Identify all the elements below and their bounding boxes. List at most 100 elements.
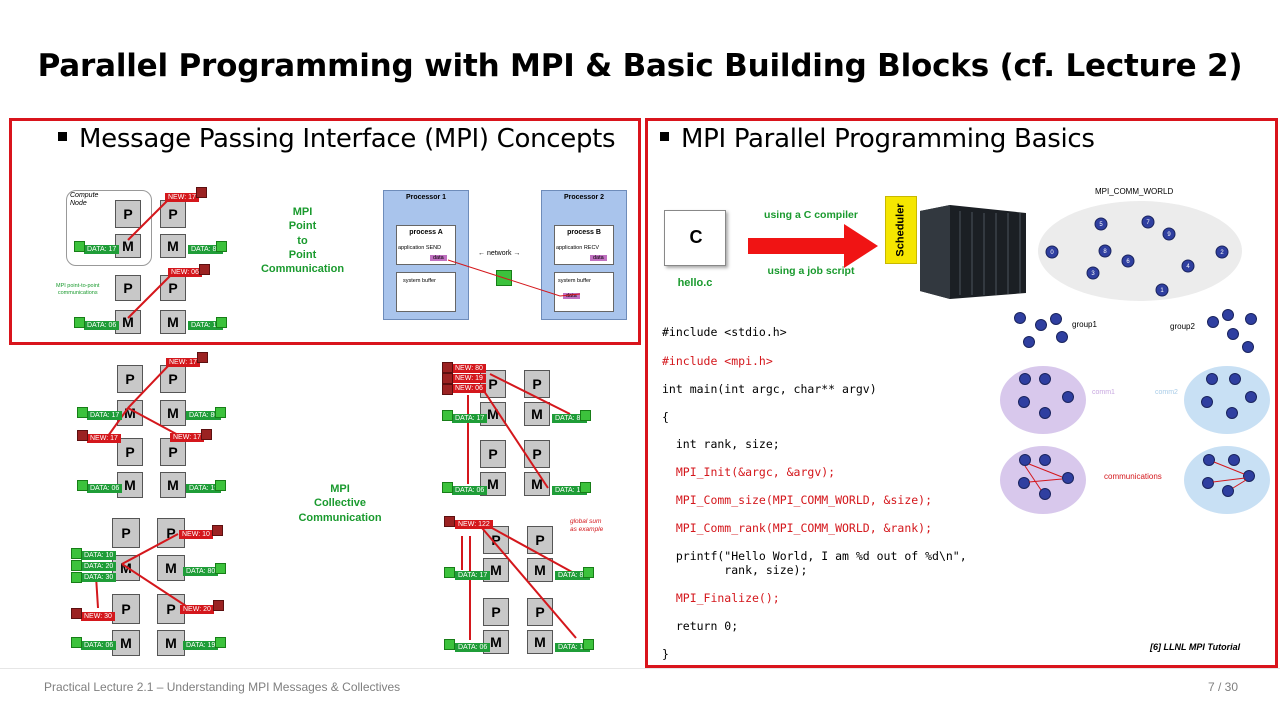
group1-label: group1: [1072, 320, 1097, 329]
code-line: }: [662, 647, 669, 661]
rank-label: 8: [1103, 249, 1107, 255]
red-cube-icon: [444, 516, 455, 527]
system-buffer-label: system buffer: [403, 278, 436, 284]
data-tag: DATA: 80: [552, 414, 588, 423]
mpi-concepts-heading: Message Passing Interface (MPI) Concepts: [58, 124, 616, 154]
app-recv-label: application RECV: [556, 245, 600, 251]
node-p: P: [160, 275, 186, 301]
system-buffer-box: [554, 272, 614, 312]
data-tag: DATA: 80: [183, 567, 219, 576]
node-m: M: [524, 402, 550, 426]
node-m: M: [160, 234, 186, 258]
red-cube-icon: [196, 187, 207, 198]
code-line: return 0;: [662, 619, 739, 633]
data-chip: data: [563, 293, 580, 299]
page-number: 7 / 30: [1208, 680, 1239, 694]
scheduler-label: Scheduler: [895, 203, 907, 257]
comm2-label: comm2: [1155, 389, 1178, 396]
data-tag: DATA: 06: [87, 484, 123, 493]
green-cube-icon: [444, 567, 455, 578]
process-b-label: process B: [567, 229, 601, 236]
rank-label: 2: [1220, 250, 1224, 256]
node-m: M: [527, 558, 553, 582]
green-cube-icon: [583, 567, 594, 578]
data-tag: DATA: 19: [552, 486, 588, 495]
file-name: hello.c: [677, 277, 713, 289]
data-tag: DATA: 80: [555, 571, 591, 580]
red-cube-icon: [77, 430, 88, 441]
data-chip: data: [590, 255, 607, 261]
node-m: M: [115, 310, 141, 334]
node-p: P: [524, 440, 550, 468]
green-cube-icon: [74, 317, 85, 328]
red-cube-icon: [197, 352, 208, 363]
communicators-diagram: [1000, 366, 1270, 514]
data-tag: DATA: 19: [183, 641, 219, 650]
comm-world-diagram: 0 5 7 9 8 6 3 4 2 1: [1038, 201, 1242, 301]
green-cube-icon: [215, 407, 226, 418]
compile-arrow-icon: [748, 224, 878, 268]
node-m: M: [483, 558, 509, 582]
node-p: P: [115, 200, 141, 228]
new-tag: NEW: 17: [170, 433, 204, 442]
data-tag: DATA: 17: [84, 245, 120, 254]
red-cube-icon: [201, 429, 212, 440]
node-p: P: [112, 594, 140, 624]
process-a-label: process A: [409, 229, 443, 236]
green-cube-icon: [216, 241, 227, 252]
node-m: M: [160, 310, 186, 334]
citation: [6] LLNL MPI Tutorial: [1150, 642, 1241, 652]
slide-title: Parallel Programming with MPI & Basic Bu…: [37, 48, 1243, 84]
code-line: MPI_Finalize();: [662, 591, 780, 605]
rank-label: 6: [1126, 259, 1130, 265]
data-tag: DATA: 19: [555, 643, 591, 652]
node-m: M: [160, 472, 186, 498]
node-p: P: [117, 438, 143, 466]
red-cube-icon: [442, 373, 453, 384]
red-cube-icon: [213, 600, 224, 611]
groups-diagram: [1014, 309, 1257, 353]
node-p: P: [117, 365, 143, 393]
green-cube-icon: [215, 637, 226, 648]
system-buffer-box: [396, 272, 456, 312]
communications-label: communications: [1104, 472, 1162, 481]
red-cube-icon: [442, 362, 453, 373]
node-p: P: [527, 598, 553, 626]
mpi-basics-panel: [645, 118, 1278, 668]
green-cube-icon: [580, 482, 591, 493]
node-p: P: [483, 598, 509, 626]
processor-1-label: Processor 1: [405, 194, 447, 201]
network-path: [447, 259, 581, 297]
rank-label: 7: [1146, 220, 1150, 226]
green-cube-icon: [74, 241, 85, 252]
comm-world-label: MPI_COMM_WORLD: [1095, 187, 1174, 196]
data-tag: DATA: 20: [81, 562, 117, 571]
p2p-arrows: [127, 197, 173, 319]
network-label: ← network →: [478, 250, 521, 257]
process-a-box: [396, 225, 456, 265]
data-tag: DATA: 17: [455, 571, 491, 580]
data-tag: DATA: 17: [87, 411, 123, 420]
node-m: M: [527, 630, 553, 654]
bullet-icon: [58, 132, 67, 141]
scheduler-box: Scheduler: [885, 196, 917, 264]
green-cube-icon: [215, 563, 226, 574]
job-script-label: using a job script: [767, 265, 855, 277]
mpi-basics-heading: MPI Parallel Programming Basics: [660, 124, 1095, 154]
red-cube-icon: [199, 264, 210, 275]
code-line: MPI_Init(&argc, &argv);: [662, 465, 836, 479]
green-cube-icon: [71, 637, 82, 648]
red-cube-icon: [212, 525, 223, 536]
node-m: M: [160, 400, 186, 426]
data-tag: DATA: 06: [81, 641, 117, 650]
new-tag: NEW: 19: [452, 374, 486, 383]
red-cube-icon: [442, 384, 453, 395]
data-tag: DATA: 10: [81, 551, 117, 560]
collective-arrows-left: [95, 363, 187, 609]
green-cube-icon: [216, 317, 227, 328]
data-chip: data: [430, 255, 447, 261]
node-m: M: [157, 555, 185, 581]
new-tag: NEW: 122: [455, 520, 493, 529]
data-tag: DATA: 17: [452, 414, 488, 423]
